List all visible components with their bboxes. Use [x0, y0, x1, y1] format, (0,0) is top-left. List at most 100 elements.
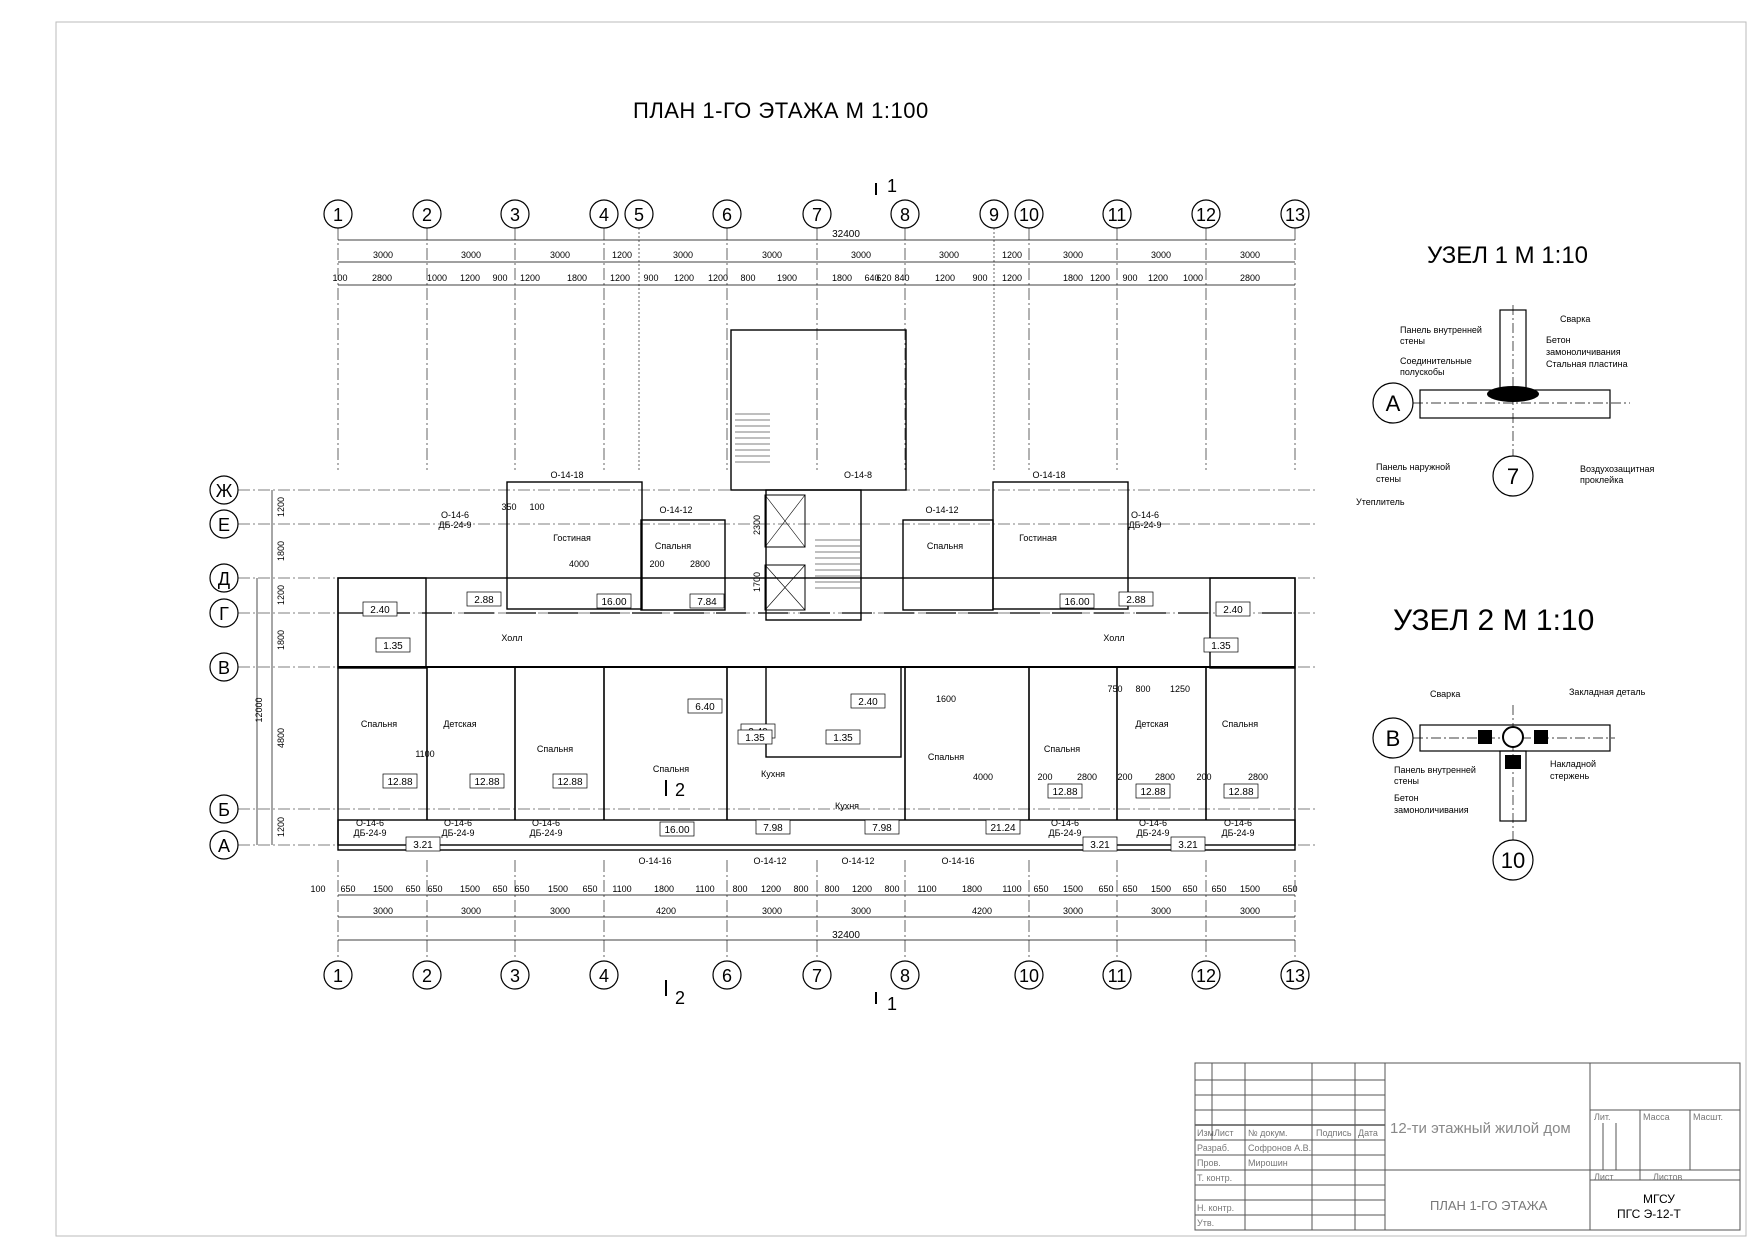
opening-db-24-9: ДБ-24-9 — [1221, 828, 1254, 838]
dim-interior: 800 — [1135, 684, 1150, 694]
dim-left-item: 1200 — [276, 817, 286, 837]
area-value: 2.40 — [370, 605, 390, 616]
area-box — [1223, 783, 1259, 799]
dim-top-row2-item: 1200 — [935, 273, 955, 283]
opening-o-14-16-right: О-14-16 — [941, 856, 974, 866]
room-bedroom-2: Спальня — [537, 744, 573, 754]
area-box — [737, 729, 773, 745]
living-left — [506, 481, 643, 610]
dim-top-row1-item: 3000 — [461, 250, 481, 260]
axis-bubble-bottom-4 — [589, 960, 619, 990]
area-tag: 21.24 — [985, 819, 1021, 835]
axis-bubble-bottom-11 — [1102, 960, 1132, 990]
stamp-mass: Масса — [1643, 1112, 1670, 1122]
dim-top-row1-item: 3000 — [550, 250, 570, 260]
axis-bubble-top-1 — [323, 199, 353, 229]
area-value: 12.88 — [387, 777, 412, 788]
stamp-role-razrab: Разраб. — [1197, 1143, 1230, 1153]
uzel2-panel-v — [1499, 750, 1527, 822]
area-value: 21.24 — [990, 823, 1015, 834]
axis-label-top-13: 13 — [1285, 205, 1305, 225]
dim-top-row1-item: 3000 — [673, 250, 693, 260]
axis-bubble-bottom-6 — [712, 960, 742, 990]
dim-bottom-row2-item: 3000 — [373, 906, 393, 916]
area-value: 7.84 — [697, 597, 717, 608]
dim-bottom-row1-item: 800 — [732, 884, 747, 894]
dim-interior: 100 — [529, 502, 544, 512]
axis-label-bottom-1: 1 — [333, 966, 343, 986]
opening-o-14-6: О-14-6 — [1051, 818, 1079, 828]
area-tag: 6.40 — [687, 698, 723, 714]
dim-top-row2-item: 1200 — [708, 273, 728, 283]
dim-bottom-row1-item: 650 — [582, 884, 597, 894]
area-value: 12.88 — [557, 777, 582, 788]
stamp-project: 12-ти этажный жилой дом — [1390, 1120, 1571, 1137]
area-box — [1118, 591, 1154, 607]
dim-bottom-row1-item: 100 — [310, 884, 325, 894]
dim-left-overall: 12000 — [254, 697, 264, 722]
living-right — [992, 481, 1129, 610]
dim-top-row2-item: 1200 — [674, 273, 694, 283]
section-label-plan-2: 2 — [675, 780, 685, 800]
axis-label-top-8: 8 — [900, 205, 910, 225]
stamp-lit: Лит. — [1594, 1112, 1611, 1122]
area-value: 1.35 — [745, 733, 765, 744]
area-box — [1215, 601, 1251, 617]
area-box — [405, 836, 441, 852]
stamp-role-nkontr: Н. контр. — [1197, 1203, 1235, 1213]
stamp-sheets: Листов — [1653, 1172, 1683, 1182]
axis-label-top-1: 1 — [333, 205, 343, 225]
uzel2-label: Панель внутренней — [1394, 765, 1476, 775]
axis-label-bottom-11: 11 — [1108, 966, 1127, 986]
opening-o-14-6: О-14-6 — [444, 818, 472, 828]
room-bedroom-4: Спальня — [928, 752, 964, 762]
axis-label-bottom-3: 3 — [510, 966, 520, 986]
dim-top-row2-item: 800 — [740, 273, 755, 283]
dim-top-row2-item: 1200 — [1090, 273, 1110, 283]
opening-o-14-6: О-14-6 — [532, 818, 560, 828]
room-kitchen-right: Кухня — [835, 801, 859, 811]
area-tag: 1.35 — [825, 729, 861, 745]
axis-bubble-top-9 — [979, 199, 1009, 229]
dim-top-row2-item: 1900 — [777, 273, 797, 283]
area-box — [687, 698, 723, 714]
axis-bubble-left-Д — [209, 563, 239, 593]
area-value: 2.40 — [858, 697, 878, 708]
dim-interior: 200 — [1196, 772, 1211, 782]
opening-db-24-9: ДБ-24-9 — [1136, 828, 1169, 838]
stamp-name-razrab: Софронов А.В. — [1248, 1143, 1312, 1153]
axis-label-bottom-12: 12 — [1196, 966, 1216, 986]
area-tag: 12.88 — [552, 773, 588, 789]
axis-bubble-top-12 — [1191, 199, 1221, 229]
area-box — [375, 637, 411, 653]
axis-label-left-Г: Г — [219, 604, 229, 624]
dim-bottom-row2-item: 3000 — [550, 906, 570, 916]
dim-top-row2-item: 2800 — [1240, 273, 1260, 283]
axis-label-bottom-6: 6 — [722, 966, 732, 986]
area-tag: 2.40 — [850, 693, 886, 709]
stamp-org1: МГСУ — [1643, 1192, 1675, 1206]
dim-interior: 2800 — [690, 559, 710, 569]
dim-bottom-row1-item: 800 — [824, 884, 839, 894]
area-value: 6.40 — [695, 702, 715, 713]
dim-interior: 2800 — [1077, 772, 1097, 782]
balcony-strip — [337, 819, 1296, 851]
room-kitchen-left: Кухня — [761, 769, 785, 779]
stamp-org2: ПГС Э-12-Т — [1617, 1207, 1681, 1221]
dim-bottom-row1-item: 650 — [405, 884, 420, 894]
lift-cross — [764, 494, 806, 548]
area-box — [1203, 637, 1239, 653]
area-value: 3.21 — [1178, 840, 1198, 851]
uzel2-embed-bottom — [1505, 755, 1521, 769]
dim-top-row2-item: 1000 — [427, 273, 447, 283]
area-tag: 7.98 — [864, 819, 900, 835]
uzel1-axis-bubble-7 — [1492, 455, 1534, 497]
dim-bottom-row2-item: 3000 — [851, 906, 871, 916]
area-tag: 12.88 — [1135, 783, 1171, 799]
dim-top-row1-item: 3000 — [939, 250, 959, 260]
opening-db-24-9: ДБ-24-9 — [1128, 520, 1161, 530]
dim-bottom-row1-item: 800 — [884, 884, 899, 894]
dim-interior: 200 — [649, 559, 664, 569]
bedroom-left-top — [640, 519, 726, 611]
area-tag: 3.21 — [1170, 836, 1206, 852]
